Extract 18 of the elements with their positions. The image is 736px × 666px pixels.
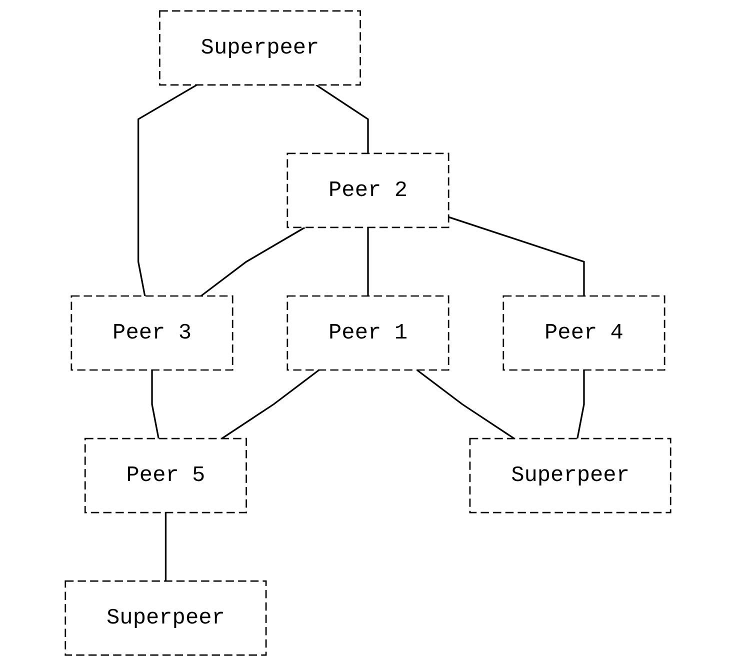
node-box: Superpeer [469,438,672,514]
connector [316,84,369,154]
connector [221,369,320,440]
node-box: Superpeer [64,580,267,656]
connector [448,216,585,296]
connector [138,84,198,296]
node-box: Peer 2 [286,152,450,228]
connector [416,369,515,440]
node-box: Superpeer [159,10,362,86]
node-box: Peer 1 [286,295,450,371]
node-box: Peer 3 [70,295,234,371]
node-box: Peer 5 [84,438,247,514]
node-box: Peer 4 [502,295,666,371]
connector [200,226,306,297]
connector [164,512,167,582]
connector [576,370,585,439]
connector [367,227,369,296]
connector [151,370,160,439]
